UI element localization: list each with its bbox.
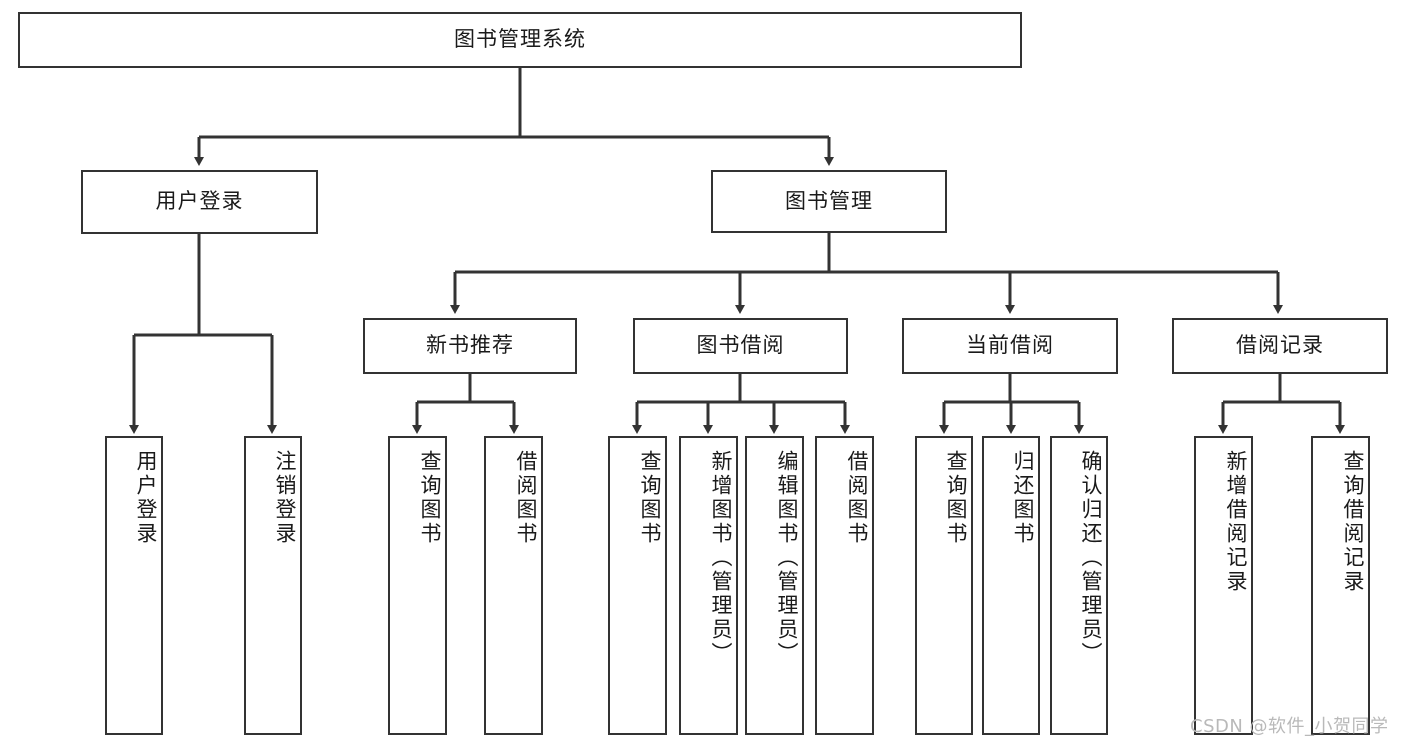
node-borrow-record[interactable]: 借阅记录 — [1172, 318, 1388, 374]
leaf-book-borrow-add-label: 新增图书（管理员） — [709, 450, 733, 666]
leaf-user-login-signout-label: 注销登录 — [273, 450, 297, 546]
leaf-user-login-signout[interactable]: 注销登录 — [244, 436, 302, 735]
leaf-new-book-query-label: 查询图书 — [418, 450, 442, 546]
node-book-borrow[interactable]: 图书借阅 — [633, 318, 848, 374]
leaf-borrow-record-add-label: 新增借阅记录 — [1224, 450, 1248, 594]
leaf-borrow-record-query[interactable]: 查询借阅记录 — [1311, 436, 1370, 735]
node-root-label: 图书管理系统 — [454, 27, 586, 52]
leaf-new-book-query[interactable]: 查询图书 — [388, 436, 447, 735]
leaf-book-borrow-borrow[interactable]: 借阅图书 — [815, 436, 874, 735]
node-book-management[interactable]: 图书管理 — [711, 170, 947, 233]
node-book-management-label: 图书管理 — [785, 188, 873, 213]
leaf-new-book-borrow[interactable]: 借阅图书 — [484, 436, 543, 735]
watermark: CSDN @软件_小贺同学 — [1190, 716, 1389, 737]
leaf-book-borrow-edit[interactable]: 编辑图书（管理员） — [745, 436, 804, 735]
leaf-book-borrow-query[interactable]: 查询图书 — [608, 436, 667, 735]
leaf-current-borrow-confirm-return-label: 确认归还（管理员） — [1079, 450, 1103, 666]
node-new-book-recommend-label: 新书推荐 — [426, 333, 514, 358]
leaf-book-borrow-borrow-label: 借阅图书 — [845, 450, 869, 546]
leaf-new-book-borrow-label: 借阅图书 — [514, 450, 538, 546]
node-user-login[interactable]: 用户登录 — [81, 170, 318, 234]
leaf-current-borrow-return-label: 归还图书 — [1011, 450, 1035, 546]
node-new-book-recommend[interactable]: 新书推荐 — [363, 318, 577, 374]
node-current-borrow[interactable]: 当前借阅 — [902, 318, 1118, 374]
leaf-current-borrow-query[interactable]: 查询图书 — [915, 436, 973, 735]
node-root[interactable]: 图书管理系统 — [18, 12, 1022, 68]
leaf-current-borrow-return[interactable]: 归还图书 — [982, 436, 1040, 735]
leaf-current-borrow-query-label: 查询图书 — [944, 450, 968, 546]
leaf-borrow-record-query-label: 查询借阅记录 — [1341, 450, 1365, 594]
leaf-borrow-record-add[interactable]: 新增借阅记录 — [1194, 436, 1253, 735]
leaf-book-borrow-add[interactable]: 新增图书（管理员） — [679, 436, 738, 735]
leaf-book-borrow-edit-label: 编辑图书（管理员） — [775, 450, 799, 666]
node-current-borrow-label: 当前借阅 — [966, 333, 1054, 358]
leaf-user-login-signin[interactable]: 用户登录 — [105, 436, 163, 735]
node-book-borrow-label: 图书借阅 — [696, 333, 785, 358]
node-borrow-record-label: 借阅记录 — [1236, 333, 1324, 358]
leaf-user-login-signin-label: 用户登录 — [134, 450, 158, 546]
node-user-login-label: 用户登录 — [155, 189, 244, 214]
leaf-current-borrow-confirm-return[interactable]: 确认归还（管理员） — [1050, 436, 1108, 735]
leaf-book-borrow-query-label: 查询图书 — [638, 450, 662, 546]
